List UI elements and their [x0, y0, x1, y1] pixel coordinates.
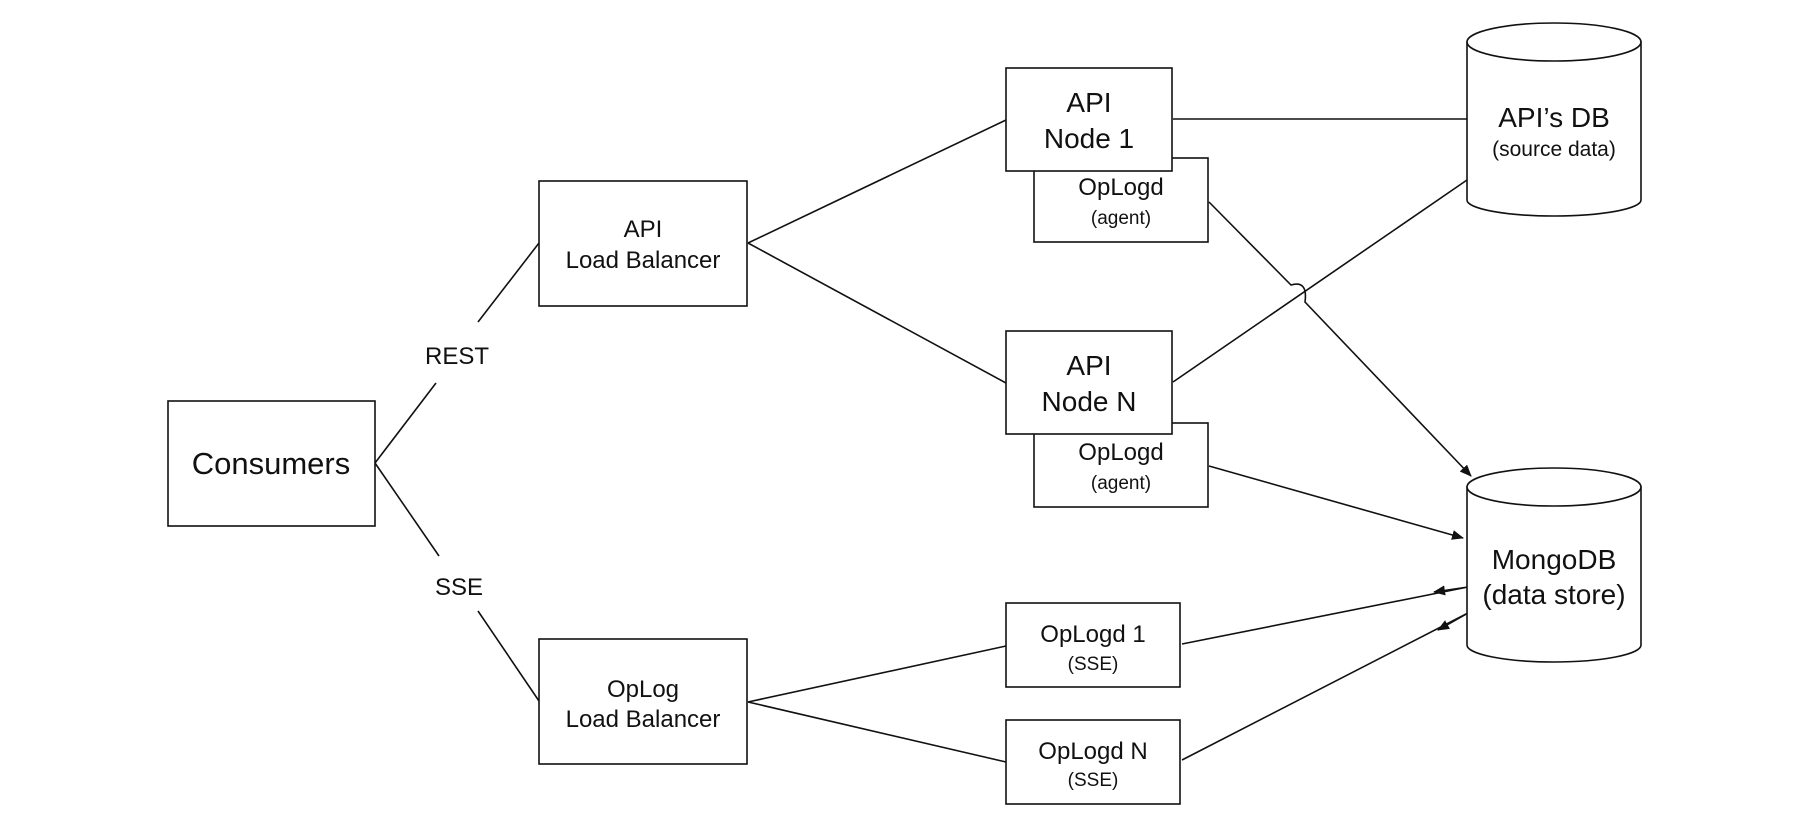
oplogd-agent-1-line2: (agent): [1091, 208, 1151, 229]
consumers-box: Consumers: [167, 400, 376, 527]
oplogd-agent-1-box: OpLogd (agent): [1033, 157, 1209, 243]
oplogd-agent-1-line1: OpLogd: [1078, 174, 1163, 201]
connector-consumers-sse: [374, 462, 440, 557]
consumers-label: Consumers: [192, 446, 351, 481]
api-db-line2: (source data): [1492, 138, 1616, 161]
api-node-1-line1: API: [1066, 87, 1111, 118]
oplogd-sse-n-box: OpLogd N (SSE): [1005, 719, 1181, 805]
connector-api-lb-node-1: [747, 119, 1007, 244]
edge-label-sse: SSE: [435, 574, 483, 601]
oplogd-sse-1-line2: (SSE): [1068, 654, 1119, 675]
mongodb-line2: (data store): [1482, 579, 1625, 610]
connector-node-n-api-db: [1172, 179, 1468, 383]
oplog-lb-line2: Load Balancer: [566, 706, 721, 733]
connector-api-lb-node-n: [747, 242, 1007, 384]
api-node-n-line2: Node N: [1042, 386, 1137, 417]
oplogd-agent-n-line1: OpLogd: [1078, 439, 1163, 466]
api-node-n-box: API Node N: [1005, 330, 1173, 435]
connector-consumers-rest: [374, 382, 437, 464]
api-node-n-line1: API: [1066, 350, 1111, 381]
connector-agent-n-mongodb: [1208, 465, 1464, 540]
oplogd-agent-n-line2: (agent): [1091, 473, 1151, 494]
connector-oplog-lb-sse-1: [747, 645, 1007, 703]
connector-rest-api-lb: [477, 242, 540, 323]
connector-sse-oplog-lb: [477, 610, 540, 702]
api-db-line1: API’s DB: [1498, 102, 1610, 133]
oplogd-sse-n-line2: (SSE): [1068, 770, 1119, 791]
oplog-load-balancer-box: OpLog Load Balancer: [538, 638, 748, 765]
api-node-1-line2: Node 1: [1044, 123, 1134, 154]
api-load-balancer-box: API Load Balancer: [538, 180, 748, 307]
connector-oplog-lb-sse-n: [747, 701, 1007, 763]
oplogd-sse-1-line1: OpLogd 1: [1040, 621, 1145, 648]
oplogd-sse-n-line1: OpLogd N: [1038, 738, 1147, 765]
connector-agent-1-mongodb: [1208, 201, 1472, 477]
api-node-1-box: API Node 1: [1005, 67, 1173, 172]
edge-label-rest: REST: [425, 343, 489, 370]
oplogd-sse-1-box: OpLogd 1 (SSE): [1005, 602, 1181, 688]
connectors: [374, 118, 1472, 763]
oplogd-agent-n-box: OpLogd (agent): [1033, 422, 1209, 508]
api-lb-line2: Load Balancer: [566, 247, 721, 274]
oplog-lb-line1: OpLog: [607, 676, 679, 703]
api-lb-line1: API: [624, 216, 663, 243]
api-db-cylinder: API’s DB (source data): [1466, 22, 1642, 217]
mongodb-line1: MongoDB: [1492, 544, 1617, 575]
mongodb-cylinder: MongoDB (data store): [1466, 467, 1642, 663]
